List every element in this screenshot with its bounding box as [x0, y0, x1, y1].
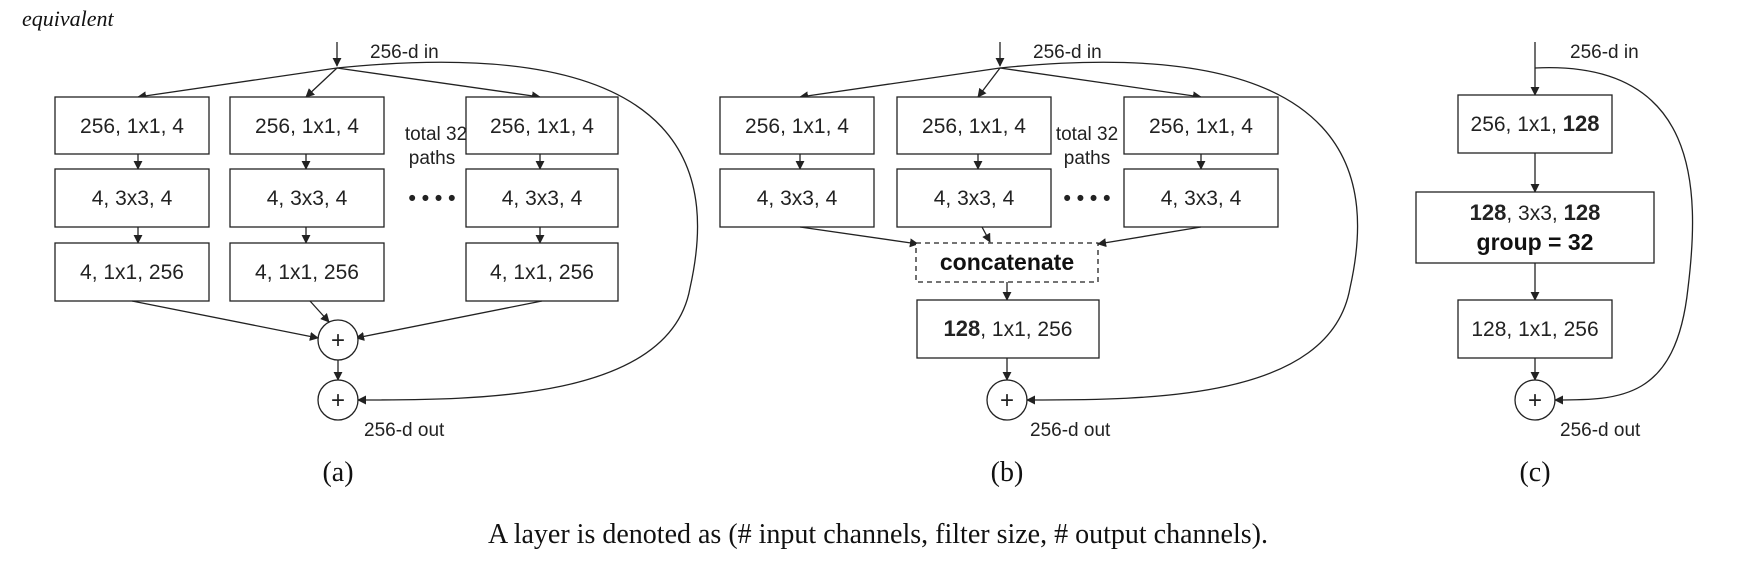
plus-icon: +: [331, 387, 345, 414]
layer-box: [1457, 299, 1613, 359]
layer-label: 4, 1x1, 256: [255, 261, 359, 284]
panel-a: 256-d in 256, 1x1, 4 4, 3x3, 4 4, 1x1, 2…: [54, 42, 699, 488]
plus-icon: +: [1528, 387, 1542, 414]
fanout-arrow-3: [336, 67, 541, 101]
layer-label: 256, 1x1, 4: [922, 115, 1026, 138]
layer-box: [229, 168, 385, 228]
layer-label: 256, 1x1, 4: [745, 115, 849, 138]
fanout-arrow-3: [999, 67, 1202, 101]
layer-box: [1123, 168, 1279, 228]
layer-label: 256, 1x1, 4: [1149, 115, 1253, 138]
layer-box: [719, 168, 875, 228]
concatenate-label: concatenate: [940, 249, 1074, 275]
shortcut-connection: [999, 61, 1359, 405]
layer-box: [896, 96, 1052, 155]
layer-label: 128, 3x3, 128: [1470, 200, 1601, 225]
panel-label: (c): [1519, 457, 1550, 488]
bold-channels: 128: [1470, 200, 1507, 225]
layer-box: [1123, 96, 1279, 155]
layer-box: [54, 168, 210, 228]
plus-icon: +: [1000, 387, 1014, 414]
fanout-arrow-1: [799, 67, 1001, 101]
layer-label: 256, 1x1, 4: [80, 115, 184, 138]
path-2: 256, 1x1, 4 4, 3x3, 4 4, 1x1, 256: [229, 96, 385, 302]
layer-label: 4, 3x3, 4: [757, 187, 838, 210]
fanout-arrow-2: [977, 67, 1001, 98]
figure-caption: A layer is denoted as (# input channels,…: [488, 519, 1268, 550]
layer-label: 256, 1x1, 4: [490, 115, 594, 138]
input-label: 256-d in: [370, 42, 439, 63]
bold-channels: 128: [1563, 111, 1600, 136]
layer-box: [1457, 94, 1613, 154]
layer-label: 4, 3x3, 4: [502, 187, 583, 210]
layer-rest: 256, 1x1,: [1471, 113, 1563, 136]
layer-rest: , 3x3,: [1506, 202, 1563, 225]
layer-box: [229, 96, 385, 155]
concatenate-box: [915, 242, 1099, 283]
plus-icon: +: [331, 327, 345, 354]
layer-box: [916, 299, 1100, 359]
equivalent-label: equivalent: [22, 6, 115, 31]
concat-arrow-2: [981, 226, 991, 243]
ellipsis: • • • •: [1064, 187, 1111, 210]
panel-b: 256-d in 256, 1x1, 4 4, 3x3, 4 256, 1x1,…: [719, 42, 1359, 488]
layer-box: [465, 96, 619, 155]
fanout-arrow-1: [137, 67, 338, 101]
paths-label-line1: total 32: [405, 124, 467, 145]
layer-label: 256, 1x1, 128: [1471, 111, 1600, 136]
input-label: 256-d in: [1033, 42, 1102, 63]
path-1: 256, 1x1, 4 4, 3x3, 4: [719, 96, 875, 228]
layer-box: [719, 96, 875, 155]
layer-label: 4, 3x3, 4: [267, 187, 348, 210]
paths-label-line2: paths: [409, 148, 455, 169]
layer-box: [54, 96, 210, 155]
merge-arrow-2: [309, 300, 330, 323]
paths-label-line1: total 32: [1056, 124, 1118, 145]
layer-label: 4, 3x3, 4: [92, 187, 173, 210]
layer-label: 4, 3x3, 4: [1161, 187, 1242, 210]
layer-label: 128, 1x1, 256: [1471, 318, 1598, 341]
output-label: 256-d out: [1560, 420, 1641, 441]
layer-box: [229, 242, 385, 302]
panel-label: (a): [322, 457, 353, 488]
panel-c: 256-d in 256, 1x1, 128 128, 3x3, 128 gro…: [1415, 42, 1694, 488]
path-1: 256, 1x1, 4 4, 3x3, 4 4, 1x1, 256: [54, 96, 210, 302]
bold-channels: 128: [944, 316, 981, 341]
layer-box: [896, 168, 1052, 228]
fanout-arrow-2: [305, 67, 338, 98]
shortcut-connection: [1534, 67, 1694, 405]
panel-label: (b): [991, 457, 1024, 488]
bold-channels: 128: [1564, 200, 1601, 225]
paths-label-line2: paths: [1064, 148, 1110, 169]
layer-label: 4, 1x1, 256: [490, 261, 594, 284]
layer-rest: , 1x1, 256: [980, 318, 1072, 341]
concat-arrow-3: [1097, 226, 1202, 248]
layer-label: 4, 3x3, 4: [934, 187, 1015, 210]
layer-label: 4, 1x1, 256: [80, 261, 184, 284]
layer-box: [465, 168, 619, 228]
path-32: 256, 1x1, 4 4, 3x3, 4 4, 1x1, 256: [465, 96, 619, 302]
path-2: 256, 1x1, 4 4, 3x3, 4: [896, 96, 1052, 228]
group-label: group = 32: [1477, 229, 1594, 255]
layer-box: [54, 242, 210, 302]
path-32: 256, 1x1, 4 4, 3x3, 4: [1123, 96, 1279, 228]
input-label: 256-d in: [1570, 42, 1639, 63]
merge-arrow-3: [355, 300, 543, 341]
output-label: 256-d out: [364, 420, 445, 441]
output-label: 256-d out: [1030, 420, 1111, 441]
ellipsis: • • • •: [409, 187, 456, 210]
layer-label: 128, 1x1, 256: [944, 316, 1073, 341]
layer-label: 256, 1x1, 4: [255, 115, 359, 138]
shortcut-connection: [336, 61, 699, 405]
concat-arrow-1: [799, 226, 919, 248]
merge-arrow-1: [131, 300, 319, 341]
